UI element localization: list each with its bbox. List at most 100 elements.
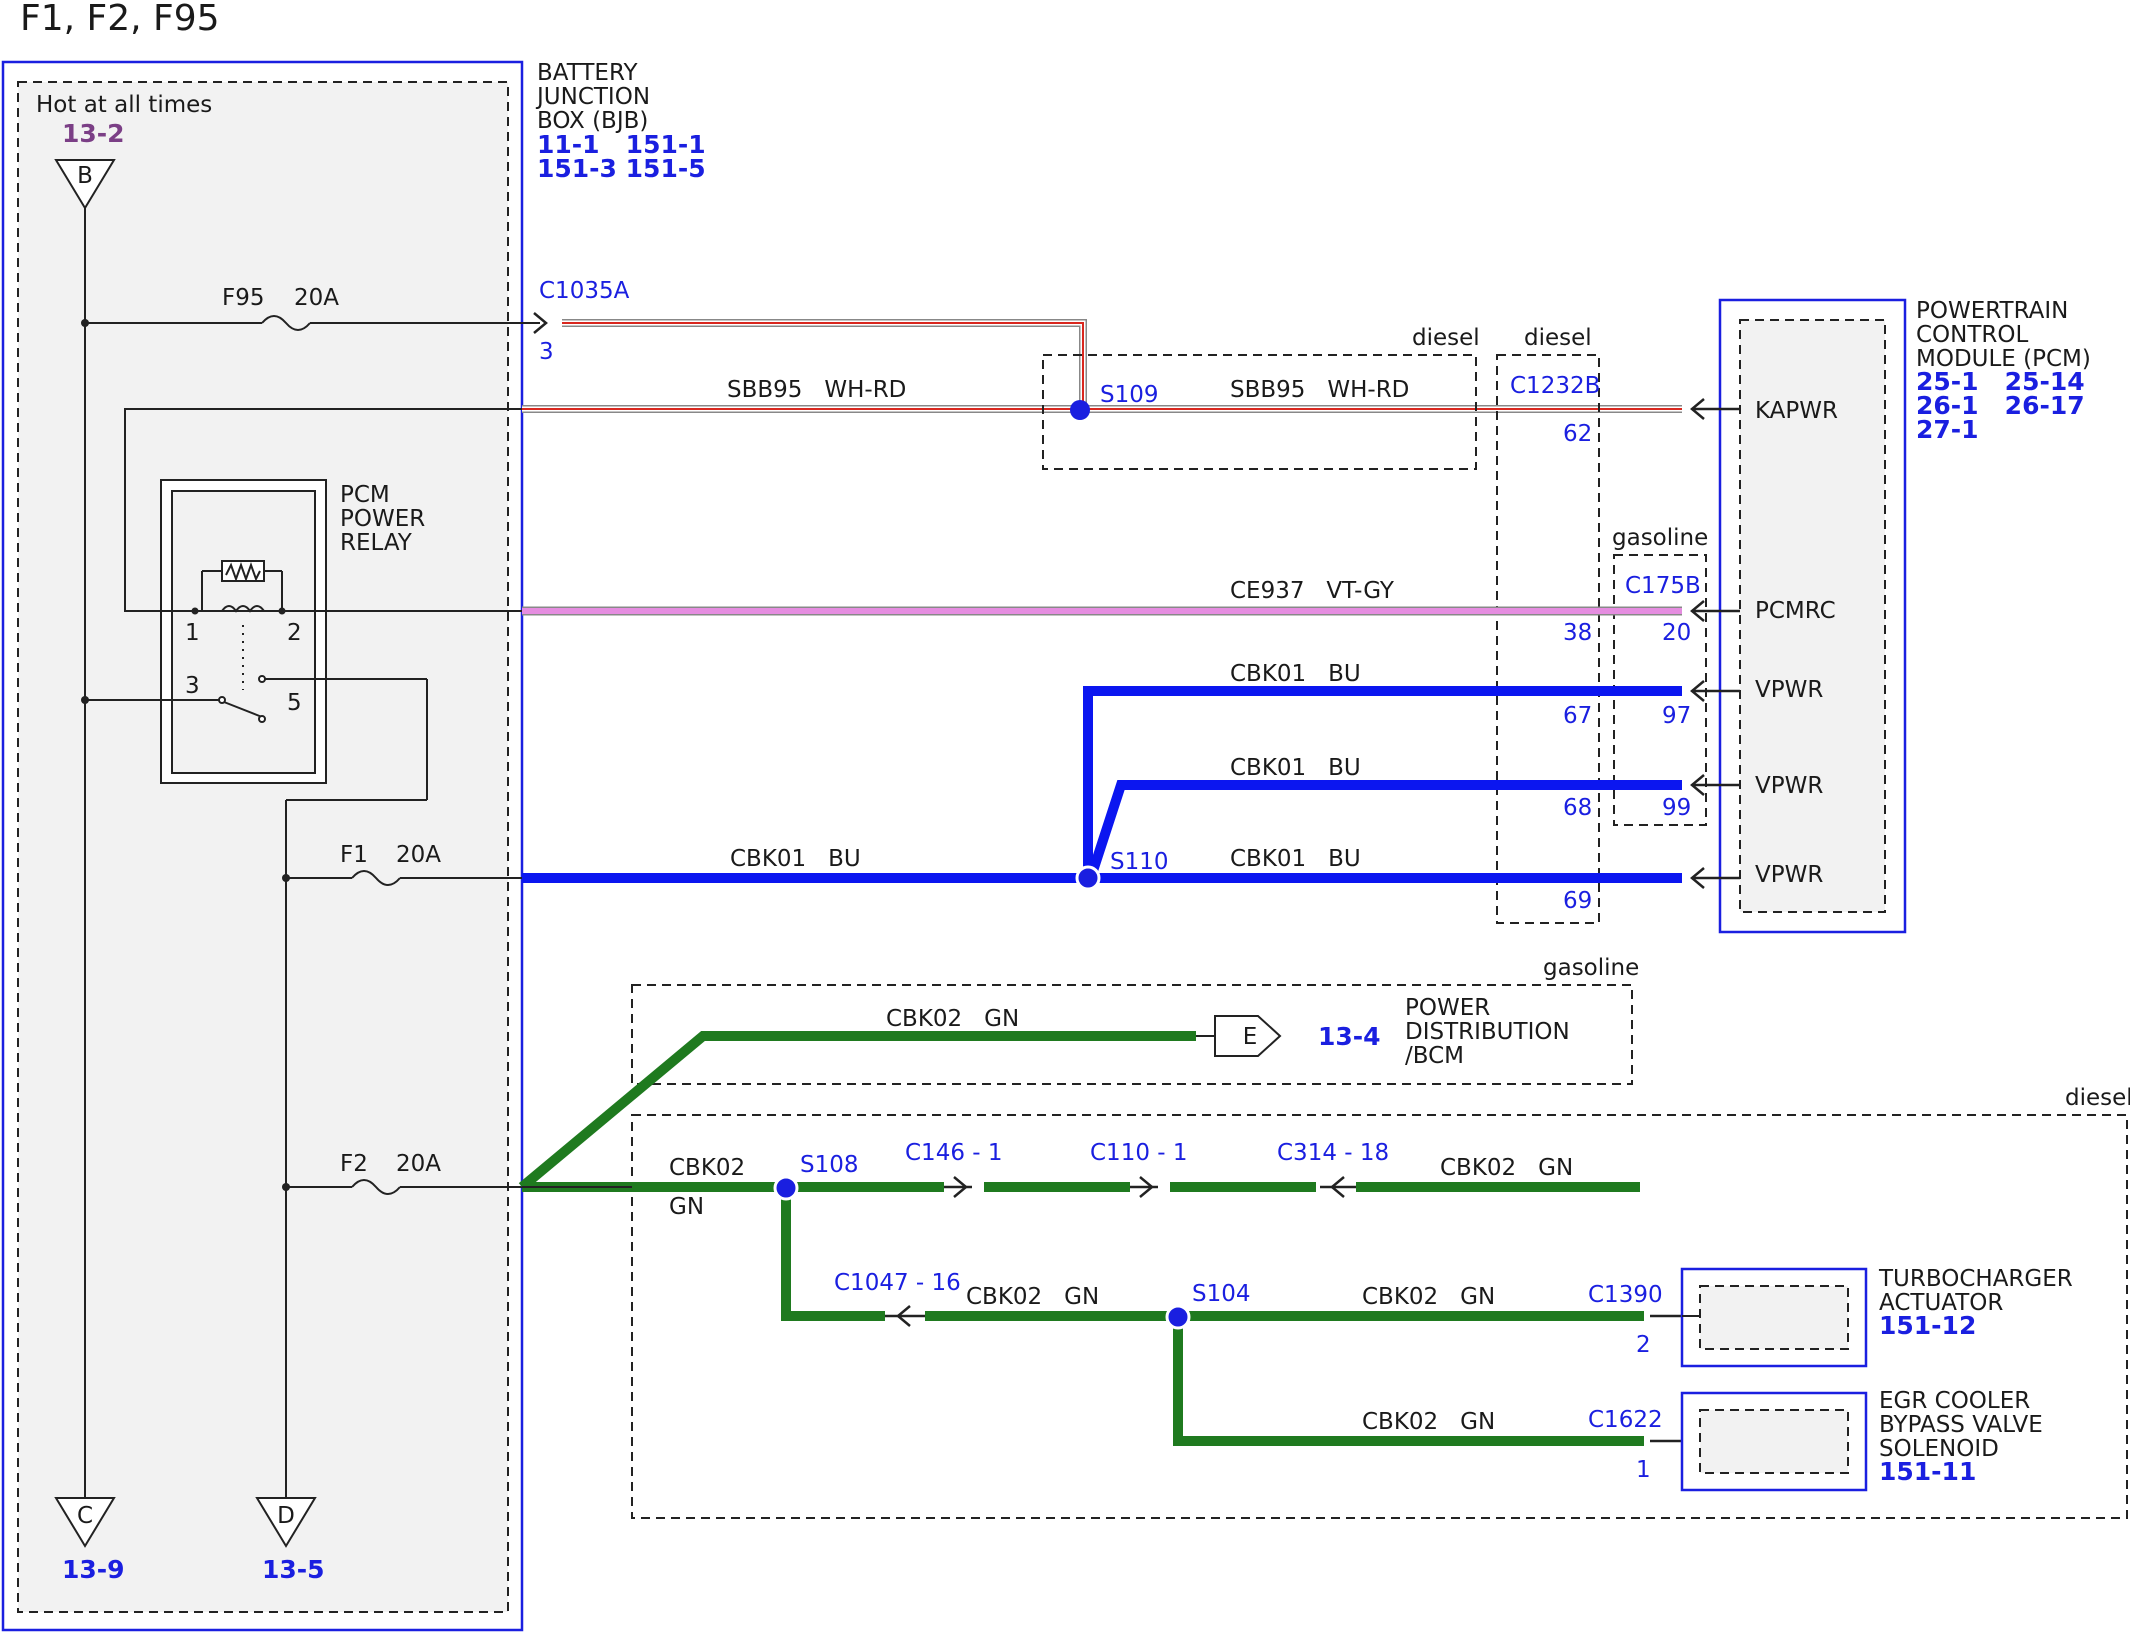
f1-fuse-symbol	[351, 870, 401, 886]
relay-pin-3: 3	[185, 673, 200, 699]
splice-s110-label[interactable]: S110	[1110, 849, 1169, 875]
c1232b-pin-68: 68	[1563, 795, 1592, 821]
wire-cbk02-pd-label: CBK02 GN	[886, 1006, 1019, 1032]
bjb-ref-row2[interactable]: 151-3 151-5	[537, 154, 706, 183]
wire-cbk02-s104-label: CBK02 GN	[1362, 1284, 1495, 1310]
c1035a-label[interactable]: C1035A	[539, 278, 630, 304]
relay-name-line1: PCM	[340, 482, 390, 508]
relay-name-line3: RELAY	[340, 530, 413, 556]
splice-s108-label[interactable]: S108	[800, 1152, 859, 1178]
c1232b-diesel-box	[1496, 354, 1600, 924]
c175b-pin-99: 99	[1662, 795, 1691, 821]
offpage-b-connector[interactable]: B	[54, 159, 116, 210]
splice-s109-label[interactable]: S109	[1100, 382, 1159, 408]
relay-pin-5: 5	[287, 690, 302, 716]
diesel-bottom-label: diesel	[2065, 1085, 2130, 1111]
turbo-line1: TURBOCHARGER	[1878, 1266, 2073, 1292]
relay-switch-symbol	[85, 675, 428, 1498]
bjb-ref-row1[interactable]: 11-1 151-1	[537, 130, 706, 159]
pcm-ref-row2[interactable]: 26-1 26-17	[1916, 391, 2085, 420]
relay-inner	[171, 490, 316, 774]
bjb-name-line2: JUNCTION	[535, 84, 650, 110]
pcm-pin-vpwr-3: VPWR	[1755, 862, 1823, 888]
pcm-pin-vpwr-1: VPWR	[1755, 677, 1823, 703]
bjb-name-line1: BATTERY	[537, 60, 638, 86]
bjb-name-line3: BOX (BJB)	[537, 108, 648, 134]
c1622-pin: 1	[1636, 1457, 1651, 1483]
f95-fuse-symbol	[261, 315, 311, 331]
egr-solenoid-inner	[1699, 1409, 1849, 1474]
offpage-c-ref[interactable]: 13-9	[62, 1555, 125, 1584]
wire-cbk02	[518, 1031, 1644, 1446]
diesel-bottom-box	[631, 1114, 2128, 1519]
f1-name: F1	[340, 842, 368, 868]
pcm-name-line2: CONTROL	[1916, 322, 2029, 348]
c1232b-pin-69: 69	[1563, 888, 1592, 914]
c175b-label[interactable]: C175B	[1625, 573, 1701, 599]
wire-cbk01-2-label: CBK01 BU	[1230, 755, 1361, 781]
wire-cbk01	[522, 686, 1682, 883]
bjb-inner-panel	[17, 81, 509, 1613]
f95-rating: 20A	[294, 285, 339, 311]
splice-s104-label[interactable]: S104	[1192, 1281, 1251, 1307]
egr-line3: SOLENOID	[1879, 1436, 1999, 1462]
offpage-d-connector[interactable]: D	[255, 1497, 317, 1548]
c1035a-pin: 3	[539, 339, 554, 365]
c1232b-label[interactable]: C1232B	[1510, 373, 1600, 399]
hot-at-all-times-label: Hot at all times	[36, 92, 212, 118]
wire-cbk02-right-label: CBK02 GN	[1440, 1155, 1573, 1181]
offpage-c-connector[interactable]: C	[54, 1497, 116, 1548]
offpage-e-ref[interactable]: 13-4	[1318, 1022, 1381, 1051]
f2-rating: 20A	[396, 1151, 441, 1177]
wire-cbk01-left-label: CBK01 BU	[730, 846, 861, 872]
wire-sbb95-right-label: SBB95 WH-RD	[1230, 377, 1409, 403]
relay-name-line2: POWER	[340, 506, 425, 532]
pcm-pin-pcmrc: PCMRC	[1755, 598, 1836, 624]
c1622-label[interactable]: C1622	[1588, 1407, 1663, 1433]
pcm-ref-row1[interactable]: 25-1 25-14	[1916, 367, 2085, 396]
power-dist-line2: DISTRIBUTION	[1405, 1019, 1570, 1045]
power-dist-line3: /BCM	[1405, 1043, 1464, 1069]
power-dist-line1: POWER	[1405, 995, 1490, 1021]
f95-name: F95	[222, 285, 265, 311]
c1232b-pin-62: 62	[1563, 421, 1592, 447]
gasoline-pd-label: gasoline	[1543, 955, 1639, 981]
pcm-ref-row3[interactable]: 27-1	[1916, 415, 1979, 444]
gasoline-power-dist-box	[631, 984, 1633, 1085]
c175b-pin-20: 20	[1662, 620, 1691, 646]
egr-line2: BYPASS VALVE	[1879, 1412, 2043, 1438]
offpage-d-ref[interactable]: 13-5	[262, 1555, 325, 1584]
relay-pin-2: 2	[287, 620, 302, 646]
offpage-e-connector[interactable]: E	[1214, 1015, 1282, 1057]
turbo-line2: ACTUATOR	[1879, 1290, 2003, 1316]
c1047-label[interactable]: C1047 - 16	[834, 1270, 961, 1296]
relay-pin-1: 1	[185, 620, 200, 646]
f1-rating: 20A	[396, 842, 441, 868]
turbo-ref[interactable]: 151-12	[1879, 1311, 1976, 1340]
splice-s109-dot[interactable]	[1070, 400, 1090, 420]
pcm-inner-panel	[1739, 319, 1886, 913]
c110-label[interactable]: C110 - 1	[1090, 1140, 1188, 1166]
egr-ref[interactable]: 151-11	[1879, 1457, 1976, 1486]
f2-fuse-symbol	[351, 1179, 401, 1195]
splice-s104-dot[interactable]	[1165, 1304, 1191, 1330]
c1232b-pin-38: 38	[1563, 620, 1592, 646]
turbo-actuator-inner	[1699, 1285, 1849, 1350]
offpage-e-letter: E	[1243, 1024, 1258, 1050]
pcm-name-line3: MODULE (PCM)	[1916, 346, 2091, 372]
pcm-name-line1: POWERTRAIN	[1916, 298, 2068, 324]
splice-s110-dot[interactable]	[1075, 865, 1101, 891]
diesel-box-s109	[1042, 354, 1477, 470]
splice-s108-dot[interactable]	[773, 1175, 799, 1201]
wire-cbk02-s108-label-b: GN	[669, 1194, 704, 1220]
offpage-b-letter: B	[77, 163, 93, 189]
c314-label[interactable]: C314 - 18	[1277, 1140, 1389, 1166]
offpage-d-letter: D	[277, 1503, 295, 1529]
c146-label[interactable]: C146 - 1	[905, 1140, 1003, 1166]
wire-cbk01-1-label: CBK01 BU	[1230, 661, 1361, 687]
offpage-b-ref[interactable]: 13-2	[62, 119, 125, 148]
diesel-s109-label: diesel	[1412, 325, 1480, 351]
pcm-pin-vpwr-2: VPWR	[1755, 773, 1823, 799]
c1390-label[interactable]: C1390	[1588, 1282, 1663, 1308]
